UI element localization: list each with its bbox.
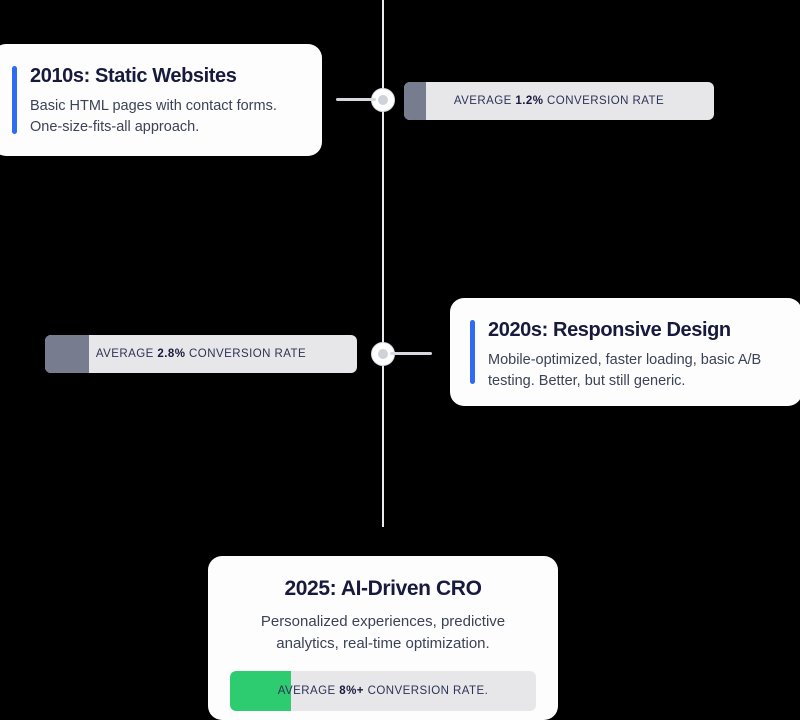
timeline-card-2025[interactable]: 2025: AI-Driven CRO Personalized experie… [208, 556, 558, 720]
card-description-2025: Personalized experiences, predictive ana… [260, 613, 506, 652]
timeline-card-2010s[interactable]: 2010s: Static Websites Basic HTML pages … [0, 44, 322, 156]
timeline-card-2020s[interactable]: 2020s: Responsive Design Mobile-optimize… [450, 298, 800, 406]
card-accent-bar-2010s [12, 66, 17, 134]
metric-bar-2020s: AVERAGE 2.8% CONVERSION RATE [45, 335, 357, 373]
metric-bar-2025: AVERAGE 8%+ CONVERSION RATE. [230, 670, 536, 711]
metric-value-2020s: 2.8% [157, 348, 186, 360]
metric-fill-2020s [45, 335, 89, 373]
timeline-connector-2020s [390, 352, 432, 355]
metric-label-2025: AVERAGE 8%+ CONVERSION RATE. [230, 685, 536, 697]
metric-prefix-2010s: AVERAGE [453, 95, 516, 107]
metric-label-2010s: AVERAGE 1.2% CONVERSION RATE [404, 95, 714, 107]
metric-label-2020s: AVERAGE 2.8% CONVERSION RATE [45, 348, 357, 360]
card-title-2020s: 2020s: Responsive Design [488, 319, 731, 341]
metric-suffix-2025: CONVERSION RATE. [363, 684, 489, 697]
metric-prefix-2020s: AVERAGE [95, 348, 158, 360]
metric-fill-2025 [230, 670, 292, 711]
metric-value-2010s: 1.2% [515, 95, 544, 107]
metric-suffix-2010s: CONVERSION RATE [543, 95, 665, 107]
metric-suffix-2020s: CONVERSION RATE [185, 348, 307, 360]
card-description-2020s: Mobile-optimized, faster loading, basic … [488, 352, 762, 389]
metric-fill-2010s [404, 82, 426, 120]
metric-prefix-2025: AVERAGE [277, 684, 340, 697]
metric-bar-2010s: AVERAGE 1.2% CONVERSION RATE [404, 82, 714, 120]
card-title-2010s: 2010s: Static Websites [30, 65, 237, 87]
metric-value-2025: 8%+ [339, 684, 364, 697]
card-accent-bar-2020s [470, 320, 475, 384]
timeline-connector-2010s [336, 98, 376, 101]
card-title-2025: 2025: AI-Driven CRO [284, 577, 482, 600]
card-description-2010s: Basic HTML pages with contact forms. One… [30, 98, 277, 135]
timeline-spine [382, 0, 384, 527]
